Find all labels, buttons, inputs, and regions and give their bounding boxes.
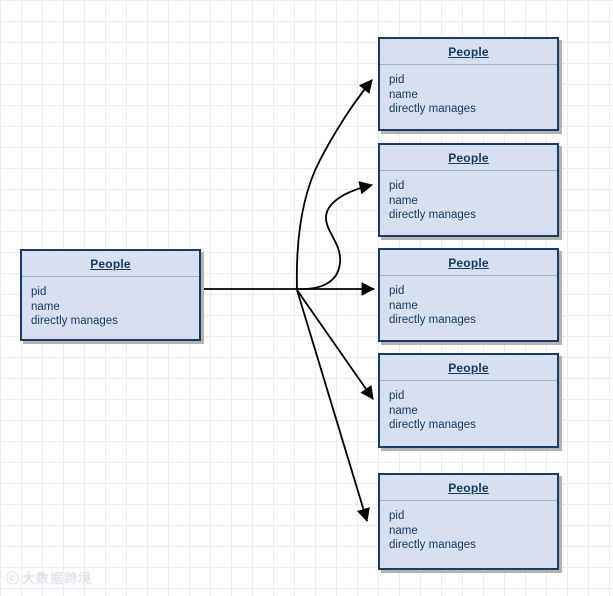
attribute-pid: pid xyxy=(389,180,405,192)
entity-title: People xyxy=(448,256,489,270)
entity-header: People xyxy=(380,250,557,276)
entity-header: People xyxy=(380,355,557,381)
attribute-name: name xyxy=(389,194,418,207)
attribute-directly-manages: directly manages xyxy=(389,419,476,431)
entity-people-target-3[interactable]: People pid name directly manages xyxy=(378,248,559,342)
attribute-pid: pid xyxy=(389,74,405,86)
attribute-directly-manages: directly manages xyxy=(31,315,118,327)
attribute-pid: pid xyxy=(389,285,405,297)
entity-attribute-list: pid name directly manages xyxy=(22,277,199,329)
attribute-directly-manages: directly manages xyxy=(389,103,476,115)
attribute-pid: pid xyxy=(389,510,405,522)
entity-people-target-4[interactable]: People pid name directly manages xyxy=(378,353,559,448)
attribute-name: name xyxy=(389,88,418,101)
entity-people-target-1[interactable]: People pid name directly manages xyxy=(378,37,559,131)
entity-title: People xyxy=(448,151,489,165)
entity-header: People xyxy=(380,145,557,171)
entity-header: People xyxy=(380,39,557,65)
entity-attribute-list: pid name directly manages xyxy=(380,381,557,433)
entity-title: People xyxy=(448,45,489,59)
attribute-directly-manages: directly manages xyxy=(389,314,476,326)
attribute-pid: pid xyxy=(389,390,405,402)
entity-people-target-2[interactable]: People pid name directly manages xyxy=(378,143,559,237)
entity-header: People xyxy=(22,251,199,277)
entity-attribute-list: pid name directly manages xyxy=(380,276,557,328)
entity-attribute-list: pid name directly manages xyxy=(380,65,557,117)
attribute-pid: pid xyxy=(31,286,47,298)
entity-attribute-list: pid name directly manages xyxy=(380,171,557,223)
entity-title: People xyxy=(448,481,489,495)
attribute-directly-manages: directly manages xyxy=(389,209,476,221)
entity-people-source[interactable]: People pid name directly manages xyxy=(20,249,201,341)
attribute-name: name xyxy=(31,300,60,313)
entity-people-target-5[interactable]: People pid name directly manages xyxy=(378,473,559,570)
attribute-name: name xyxy=(389,524,418,537)
entity-attribute-list: pid name directly manages xyxy=(380,501,557,553)
entity-title: People xyxy=(448,361,489,375)
attribute-directly-manages: directly manages xyxy=(389,539,476,551)
entity-header: People xyxy=(380,475,557,501)
entity-title: People xyxy=(90,257,131,271)
attribute-name: name xyxy=(389,299,418,312)
attribute-name: name xyxy=(389,404,418,417)
